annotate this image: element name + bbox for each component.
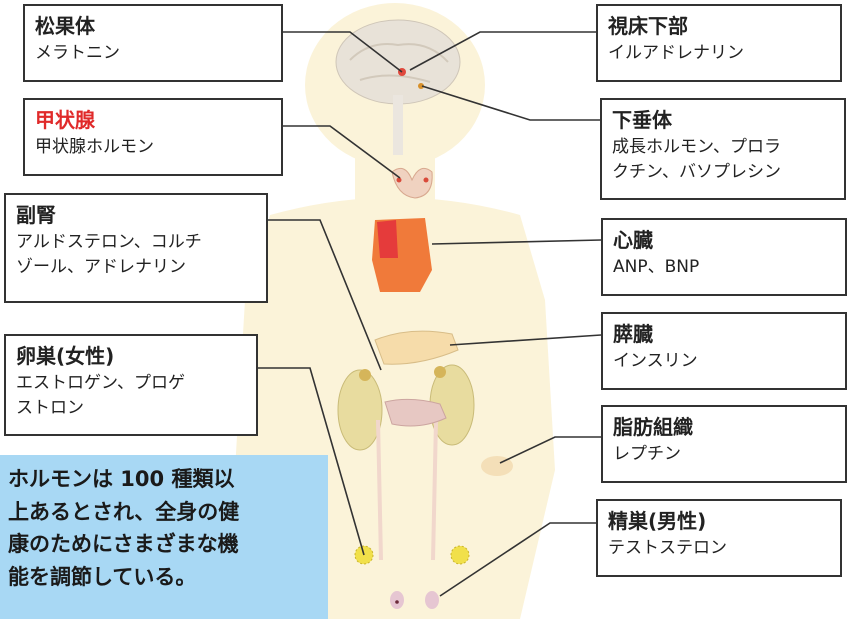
pancreas (374, 330, 459, 365)
testes (390, 591, 439, 609)
hypothalamus-hormones: イルアドレナリン (608, 43, 744, 63)
note-line-1: ホルモンは 100 種類以 (8, 467, 235, 491)
adipose-hormones: レプチン (613, 444, 681, 464)
heart-hormones: ANP、BNP (613, 257, 700, 277)
ovary-hormones-line2: ストロン (16, 397, 84, 418)
ovary-hormones-line1: エストロゲン、プロゲ (16, 373, 185, 393)
note-line-2: 上あるとされ、全身の健 (8, 499, 240, 524)
thyroid-gland (391, 167, 433, 199)
pituitary-hormones-line1: 成長ホルモン、プロラ (612, 137, 781, 157)
adipose-title: 脂肪組織 (613, 415, 693, 439)
ovary-title: 卵巣(女性) (16, 344, 115, 368)
summary-note: ホルモンは 100 種類以 上あるとされ、全身の健 康のためにさまざまな機 能を… (0, 455, 328, 619)
note-line-4: 能を調節している。 (8, 564, 197, 589)
pineal-hormones: メラトニン (35, 43, 120, 63)
testis-box: 精巣(男性) テストステロン (596, 499, 842, 577)
pineal-title: 松果体 (35, 14, 95, 38)
kidneys (337, 364, 475, 561)
thyroid-title: 甲状腺 (35, 108, 95, 132)
testis-hormones: テストステロン (608, 538, 727, 558)
thyroid-box: 甲状腺 甲状腺ホルモン (23, 98, 283, 176)
pineal-box: 松果体 メラトニン (23, 4, 283, 82)
thyroid-hormones: 甲状腺ホルモン (35, 137, 154, 157)
heart (372, 218, 432, 292)
ovary-box: 卵巣(女性) エストロゲン、プロゲ ストロン (4, 334, 258, 436)
pancreas-title: 膵臓 (613, 322, 653, 346)
brain (335, 19, 461, 155)
pituitary-box: 下垂体 成長ホルモン、プロラ クチン、バソプレシン (600, 98, 846, 200)
heart-title: 心臓 (613, 228, 653, 252)
adipose-box: 脂肪組織 レプチン (601, 405, 847, 483)
hypothalamus-marker (418, 83, 424, 89)
hypothalamus-box: 視床下部 イルアドレナリン (596, 4, 842, 82)
testis-title: 精巣(男性) (608, 509, 707, 533)
uterus (384, 398, 447, 427)
pancreas-hormones: インスリン (613, 351, 698, 371)
adrenal-box: 副腎 アルドステロン、コルチ ゾール、アドレナリン (4, 193, 268, 303)
adrenal-title: 副腎 (16, 203, 56, 227)
hypothalamus-title: 視床下部 (608, 14, 688, 38)
heart-box: 心臓 ANP、BNP (601, 218, 847, 296)
leader-lines (258, 31, 602, 597)
pancreas-box: 膵臓 インスリン (601, 312, 847, 390)
adrenal-hormones-line1: アルドステロン、コルチ (16, 232, 202, 252)
pituitary-title: 下垂体 (612, 108, 672, 132)
note-line-3: 康のためにさまざまな機 (8, 532, 239, 557)
adrenal-hormones-line2: ゾール、アドレナリン (16, 256, 186, 277)
pituitary-hormones-line2: クチン、バソプレシン (612, 161, 781, 182)
